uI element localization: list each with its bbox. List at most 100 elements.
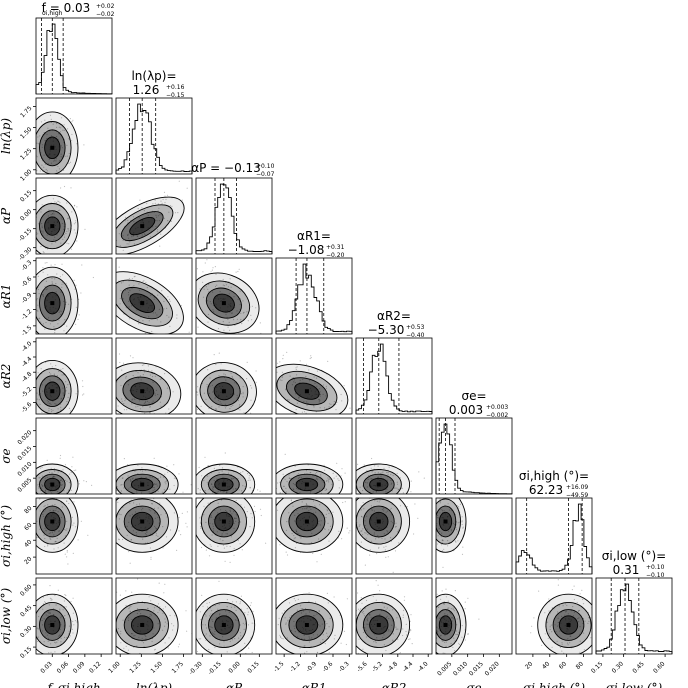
x-tick-label-sih: 60 <box>558 660 568 670</box>
scatter-point <box>340 393 342 396</box>
scatter-point <box>279 481 281 483</box>
scatter-point <box>209 629 211 631</box>
scatter-point <box>202 296 205 298</box>
scatter-point <box>54 541 56 543</box>
scatter-point <box>129 502 131 504</box>
scatter-point <box>242 300 244 302</box>
density-peak <box>304 623 309 627</box>
scatter-point <box>41 227 43 229</box>
scatter-point <box>601 627 602 628</box>
scatter-point <box>303 638 306 640</box>
scatter-point <box>450 608 452 610</box>
scatter-point <box>236 318 238 320</box>
scatter-point <box>152 312 154 314</box>
scatter-point <box>137 473 139 475</box>
density-peak <box>221 301 226 306</box>
scatter-point <box>30 288 31 289</box>
scatter-point <box>53 213 55 215</box>
scatter-point <box>467 633 469 635</box>
scatter-point <box>188 515 189 516</box>
scatter-point <box>429 620 430 621</box>
scatter-point <box>122 538 124 541</box>
scatter-point <box>176 549 178 552</box>
scatter-point <box>346 527 348 529</box>
scatter-point <box>167 471 169 473</box>
scatter-point <box>239 543 241 545</box>
scatter-point <box>267 479 268 480</box>
scatter-point <box>441 509 443 511</box>
scatter-point <box>570 610 572 612</box>
scatter-point <box>559 630 561 632</box>
scatter-point <box>171 205 173 207</box>
scatter-point <box>353 530 354 531</box>
scatter-point <box>42 323 45 325</box>
scatter-point <box>182 491 184 493</box>
scatter-point <box>296 531 298 533</box>
scatter-point <box>380 475 382 477</box>
scatter-point <box>236 495 237 496</box>
scatter-point <box>386 510 389 512</box>
scatter-point <box>149 547 151 549</box>
scatter-point <box>223 547 225 549</box>
density-peak <box>376 482 381 487</box>
scatter-point <box>383 467 385 469</box>
y-tick-label-se: 0.020 <box>16 429 33 446</box>
scatter-point <box>49 537 51 539</box>
density-sih-fsig <box>36 498 89 565</box>
scatter-point <box>55 202 58 204</box>
scatter-point <box>376 553 378 555</box>
x-axis-label-sil: σi,low (°) <box>606 681 663 688</box>
scatter-point <box>440 536 442 538</box>
scatter-point <box>405 623 407 626</box>
scatter-point <box>227 326 229 328</box>
scatter-point <box>80 292 82 294</box>
scatter-point <box>224 665 225 666</box>
scatter-point <box>59 634 61 636</box>
scatter-point <box>36 662 37 663</box>
scatter-point <box>42 271 44 273</box>
scatter-point <box>443 603 445 605</box>
scatter-point <box>236 394 238 396</box>
axes-frame <box>275 417 353 495</box>
density-peak <box>376 519 381 524</box>
scatter-point <box>63 234 65 236</box>
scatter-point <box>139 400 141 402</box>
scatter-point <box>61 222 64 225</box>
scatter-point <box>238 268 240 270</box>
scatter-point <box>204 262 206 264</box>
scatter-point <box>42 232 44 234</box>
scatter-point <box>436 523 438 525</box>
scatter-point <box>441 532 443 534</box>
scatter-point <box>142 280 144 282</box>
scatter-point <box>204 613 206 615</box>
scatter-point <box>363 615 366 617</box>
scatter-point <box>63 636 66 639</box>
scatter-point <box>117 405 119 407</box>
y-tick-label-ar2: -5.2 <box>20 386 33 399</box>
scatter-point <box>319 407 321 409</box>
scatter-point <box>98 288 99 289</box>
scatter-point <box>229 561 231 564</box>
density-ar2-fsig <box>36 359 85 414</box>
scatter-point <box>328 651 330 654</box>
scatter-point <box>332 472 334 474</box>
scatter-point <box>364 564 366 566</box>
scatter-point <box>149 236 152 238</box>
scatter-point <box>157 203 159 205</box>
scatter-point <box>66 556 68 558</box>
scatter-point <box>128 284 130 286</box>
scatter-point <box>45 632 47 634</box>
scatter-point <box>308 506 310 508</box>
scatter-point <box>392 633 394 635</box>
y-tick-label-se: 0.015 <box>16 445 33 462</box>
scatter-point <box>383 510 385 512</box>
scatter-point <box>130 539 132 541</box>
scatter-point <box>429 611 430 612</box>
scatter-point <box>173 464 175 466</box>
scatter-point <box>136 504 138 506</box>
scatter-point <box>230 606 232 609</box>
density-sil-ap <box>196 580 256 666</box>
scatter-point <box>72 632 74 634</box>
scatter-point <box>318 401 320 403</box>
scatter-point <box>42 295 45 298</box>
